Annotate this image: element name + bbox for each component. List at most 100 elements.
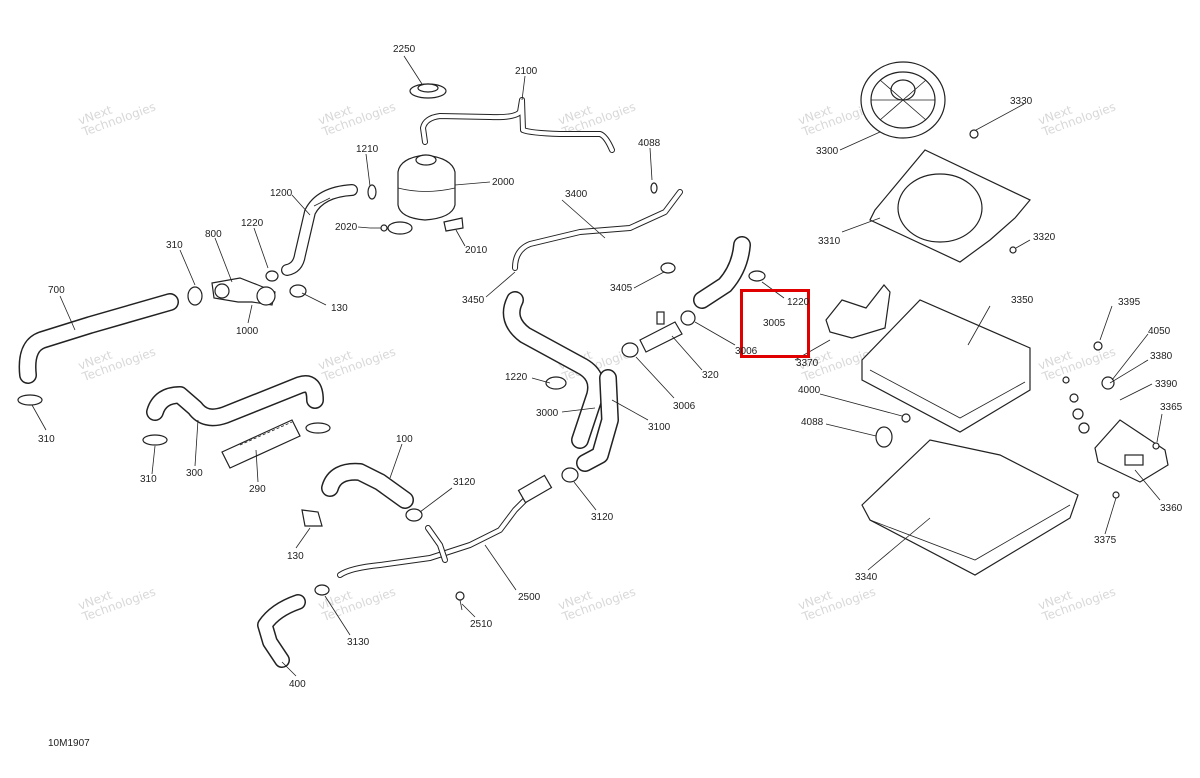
part-label[interactable]: 3380	[1150, 351, 1173, 362]
coolant-hose-part[interactable]	[321, 462, 414, 509]
part-label[interactable]: 130	[331, 303, 348, 314]
part-label[interactable]: 3370	[796, 358, 819, 369]
protective-sleeve-part[interactable]	[221, 419, 301, 469]
part-label[interactable]: 310	[140, 474, 157, 485]
part-label[interactable]: 1220	[505, 372, 528, 383]
cooling-fan-part[interactable]	[860, 61, 946, 139]
part-label[interactable]: 3320	[1033, 232, 1056, 243]
nut-part[interactable]	[969, 129, 979, 139]
overflow-hose-part[interactable]	[420, 97, 615, 153]
part-label[interactable]: 3395	[1118, 297, 1141, 308]
clamp-part[interactable]	[660, 262, 676, 274]
clamp-part[interactable]	[314, 584, 330, 596]
radiator-hose-part[interactable]	[18, 293, 179, 384]
clamp-part[interactable]	[405, 508, 423, 522]
tank-strap-part[interactable]	[443, 217, 464, 232]
part-label[interactable]: 3340	[855, 572, 878, 583]
clamp-part[interactable]	[367, 184, 377, 200]
part-label[interactable]: 3450	[462, 295, 485, 306]
expansion-tank-part[interactable]	[387, 154, 456, 235]
mounting-bracket-part[interactable]	[1094, 419, 1169, 483]
bracket-part[interactable]	[825, 284, 891, 339]
bypass-hose-part[interactable]	[512, 189, 683, 271]
clamp-part[interactable]	[265, 270, 279, 282]
part-label[interactable]: 320	[702, 370, 719, 381]
radiator-part[interactable]	[861, 299, 1031, 433]
part-label[interactable]: 310	[166, 240, 183, 251]
clamp-part[interactable]	[187, 286, 203, 306]
screw-part[interactable]	[1112, 491, 1120, 499]
clamp-part[interactable]	[301, 509, 323, 527]
part-label[interactable]: 130	[287, 551, 304, 562]
clamp-part[interactable]	[545, 376, 567, 390]
part-label[interactable]: 1220	[241, 218, 264, 229]
coolant-hose-part[interactable]	[281, 184, 358, 276]
part-label[interactable]: 3360	[1160, 503, 1183, 514]
part-label-3005[interactable]: 3005	[763, 318, 786, 329]
coolant-hose-part-3005[interactable]	[693, 236, 751, 309]
screw-part[interactable]	[1009, 246, 1017, 254]
part-label[interactable]: 4050	[1148, 326, 1171, 337]
air-deflector-part[interactable]	[861, 439, 1079, 576]
clamp-part[interactable]	[142, 434, 168, 446]
grommet-part[interactable]	[875, 426, 893, 448]
part-label[interactable]: 400	[289, 679, 306, 690]
clamp-part[interactable]	[17, 394, 43, 406]
hardware-stack-part[interactable]	[1062, 341, 1115, 434]
part-label[interactable]: 310	[38, 434, 55, 445]
part-label[interactable]: 3375	[1094, 535, 1117, 546]
coolant-hose-part[interactable]	[576, 369, 619, 472]
part-label[interactable]: 300	[186, 468, 203, 479]
coolant-hose-part[interactable]	[502, 291, 605, 449]
screw-part[interactable]	[901, 413, 911, 423]
part-label[interactable]: 3350	[1011, 295, 1034, 306]
part-label[interactable]: 3100	[648, 422, 671, 433]
part-label[interactable]: 2000	[492, 177, 515, 188]
clamp-part[interactable]	[748, 270, 766, 282]
t-fitting-part[interactable]	[639, 311, 683, 353]
part-label[interactable]: 3000	[536, 408, 559, 419]
part-label[interactable]: 1220	[787, 297, 810, 308]
clamp-part[interactable]	[561, 467, 579, 483]
radiator-hose-part[interactable]	[146, 375, 324, 427]
clamp-part[interactable]	[289, 284, 307, 298]
coolant-pipe-assembly-part[interactable]	[337, 474, 553, 578]
part-label[interactable]: 3400	[565, 189, 588, 200]
bolt-part[interactable]	[455, 591, 465, 611]
clamp-part[interactable]	[621, 342, 639, 358]
part-label[interactable]: 3405	[610, 283, 633, 294]
part-label[interactable]: 3365	[1160, 402, 1183, 413]
part-label[interactable]: 3310	[818, 236, 841, 247]
part-label[interactable]: 4088	[801, 417, 824, 428]
coolant-hose-part[interactable]	[257, 594, 306, 668]
part-label[interactable]: 2020	[335, 222, 358, 233]
part-label[interactable]: 3006	[735, 346, 758, 357]
part-label[interactable]: 2100	[515, 66, 538, 77]
part-label[interactable]: 4088	[638, 138, 661, 149]
clamp-part[interactable]	[650, 182, 658, 194]
radiator-cap-part[interactable]	[409, 83, 447, 99]
part-label[interactable]: 3006	[673, 401, 696, 412]
part-label[interactable]: 100	[396, 434, 413, 445]
clamp-part[interactable]	[305, 422, 331, 434]
part-label[interactable]: 2500	[518, 592, 541, 603]
part-label[interactable]: 3130	[347, 637, 370, 648]
part-label[interactable]: 1000	[236, 326, 259, 337]
part-label[interactable]: 3390	[1155, 379, 1178, 390]
part-label[interactable]: 4000	[798, 385, 821, 396]
screw-part[interactable]	[1152, 442, 1160, 450]
part-label[interactable]: 3300	[816, 146, 839, 157]
part-label[interactable]: 3120	[591, 512, 614, 523]
screw-part[interactable]	[370, 224, 388, 232]
part-label[interactable]: 2010	[465, 245, 488, 256]
part-label[interactable]: 3330	[1010, 96, 1033, 107]
part-label[interactable]: 290	[249, 484, 266, 495]
part-label[interactable]: 700	[48, 285, 65, 296]
part-label[interactable]: 2510	[470, 619, 493, 630]
thermostat-housing-part[interactable]	[211, 277, 276, 306]
clamp-part[interactable]	[680, 310, 696, 326]
part-label[interactable]: 3120	[453, 477, 476, 488]
part-label[interactable]: 1210	[356, 144, 379, 155]
part-label[interactable]: 2250	[393, 44, 416, 55]
fan-shroud-part[interactable]	[869, 149, 1031, 263]
